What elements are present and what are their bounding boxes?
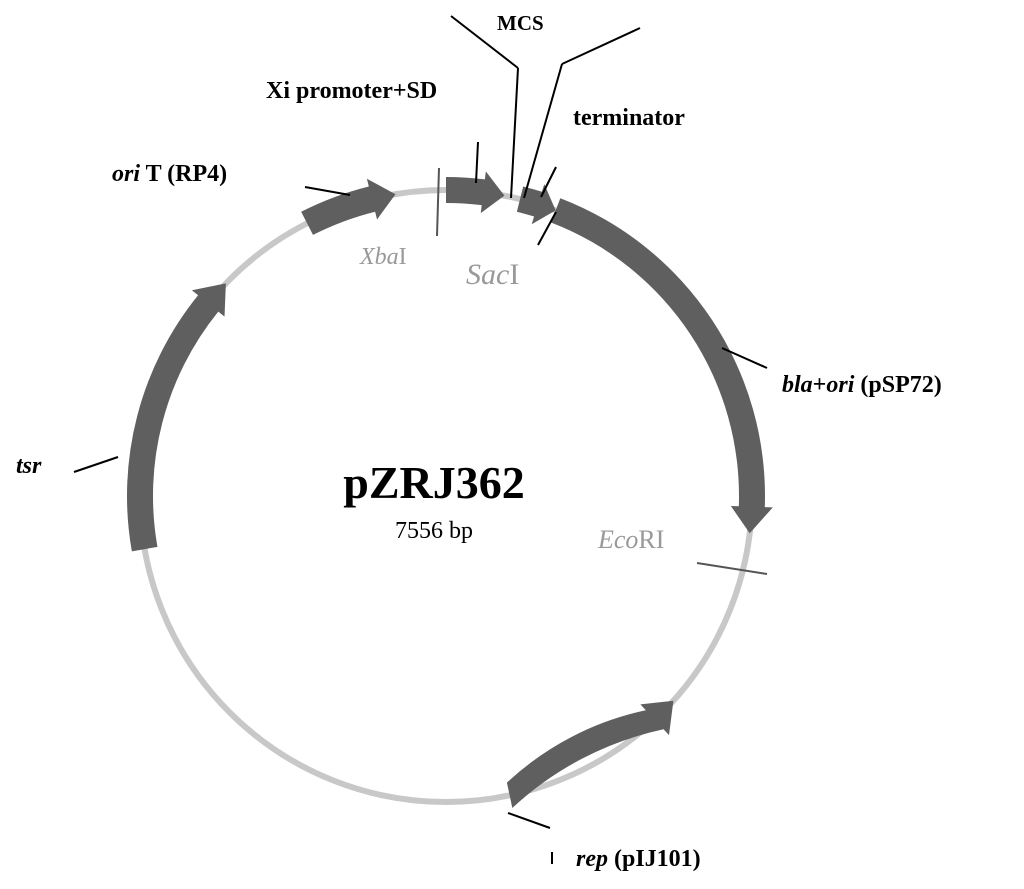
site-ticks <box>436 167 768 575</box>
label-bla: bla+ori (pSP72) <box>782 372 942 398</box>
leader-promoter <box>475 141 479 184</box>
arc-terminator <box>516 184 556 225</box>
feature-arcs <box>127 171 773 809</box>
arc-bla <box>551 198 773 534</box>
label-tsr: tsr <box>16 453 42 479</box>
label-orit: ori T (RP4) <box>112 161 227 187</box>
mcs-funnel-left-stem <box>510 67 519 199</box>
leader-lines <box>73 15 768 864</box>
arc-orit <box>301 178 396 235</box>
plasmid-name: pZRJ362 <box>343 457 524 508</box>
label-promoter: Xi promoter+SD <box>266 78 437 104</box>
arc-tsr <box>127 283 226 552</box>
arc-rep <box>506 700 674 809</box>
mcs-funnel-right <box>561 27 641 65</box>
label-saci: SacI <box>466 258 519 291</box>
leader-terminator-2 <box>537 211 557 246</box>
mcs-funnel-right-stem <box>523 63 563 199</box>
label-rep: rep (pIJ101) <box>576 846 701 872</box>
tick-ecori <box>696 562 768 575</box>
arc-promoter <box>446 171 505 214</box>
label-mcs: MCS <box>497 11 544 35</box>
label-xbai: XbaI <box>359 244 407 270</box>
mcs-funnel-left <box>450 15 519 69</box>
leader-tsr <box>73 456 119 473</box>
label-terminator: terminator <box>573 105 685 131</box>
label-ecori: EcoRI <box>597 525 664 554</box>
leader-orit <box>304 186 351 196</box>
plasmid-size: 7556 bp <box>395 518 473 544</box>
leader-rep <box>507 812 551 829</box>
leader-terminator-1 <box>540 166 557 198</box>
leader-bla <box>721 347 768 369</box>
tick-xbai <box>436 167 440 237</box>
